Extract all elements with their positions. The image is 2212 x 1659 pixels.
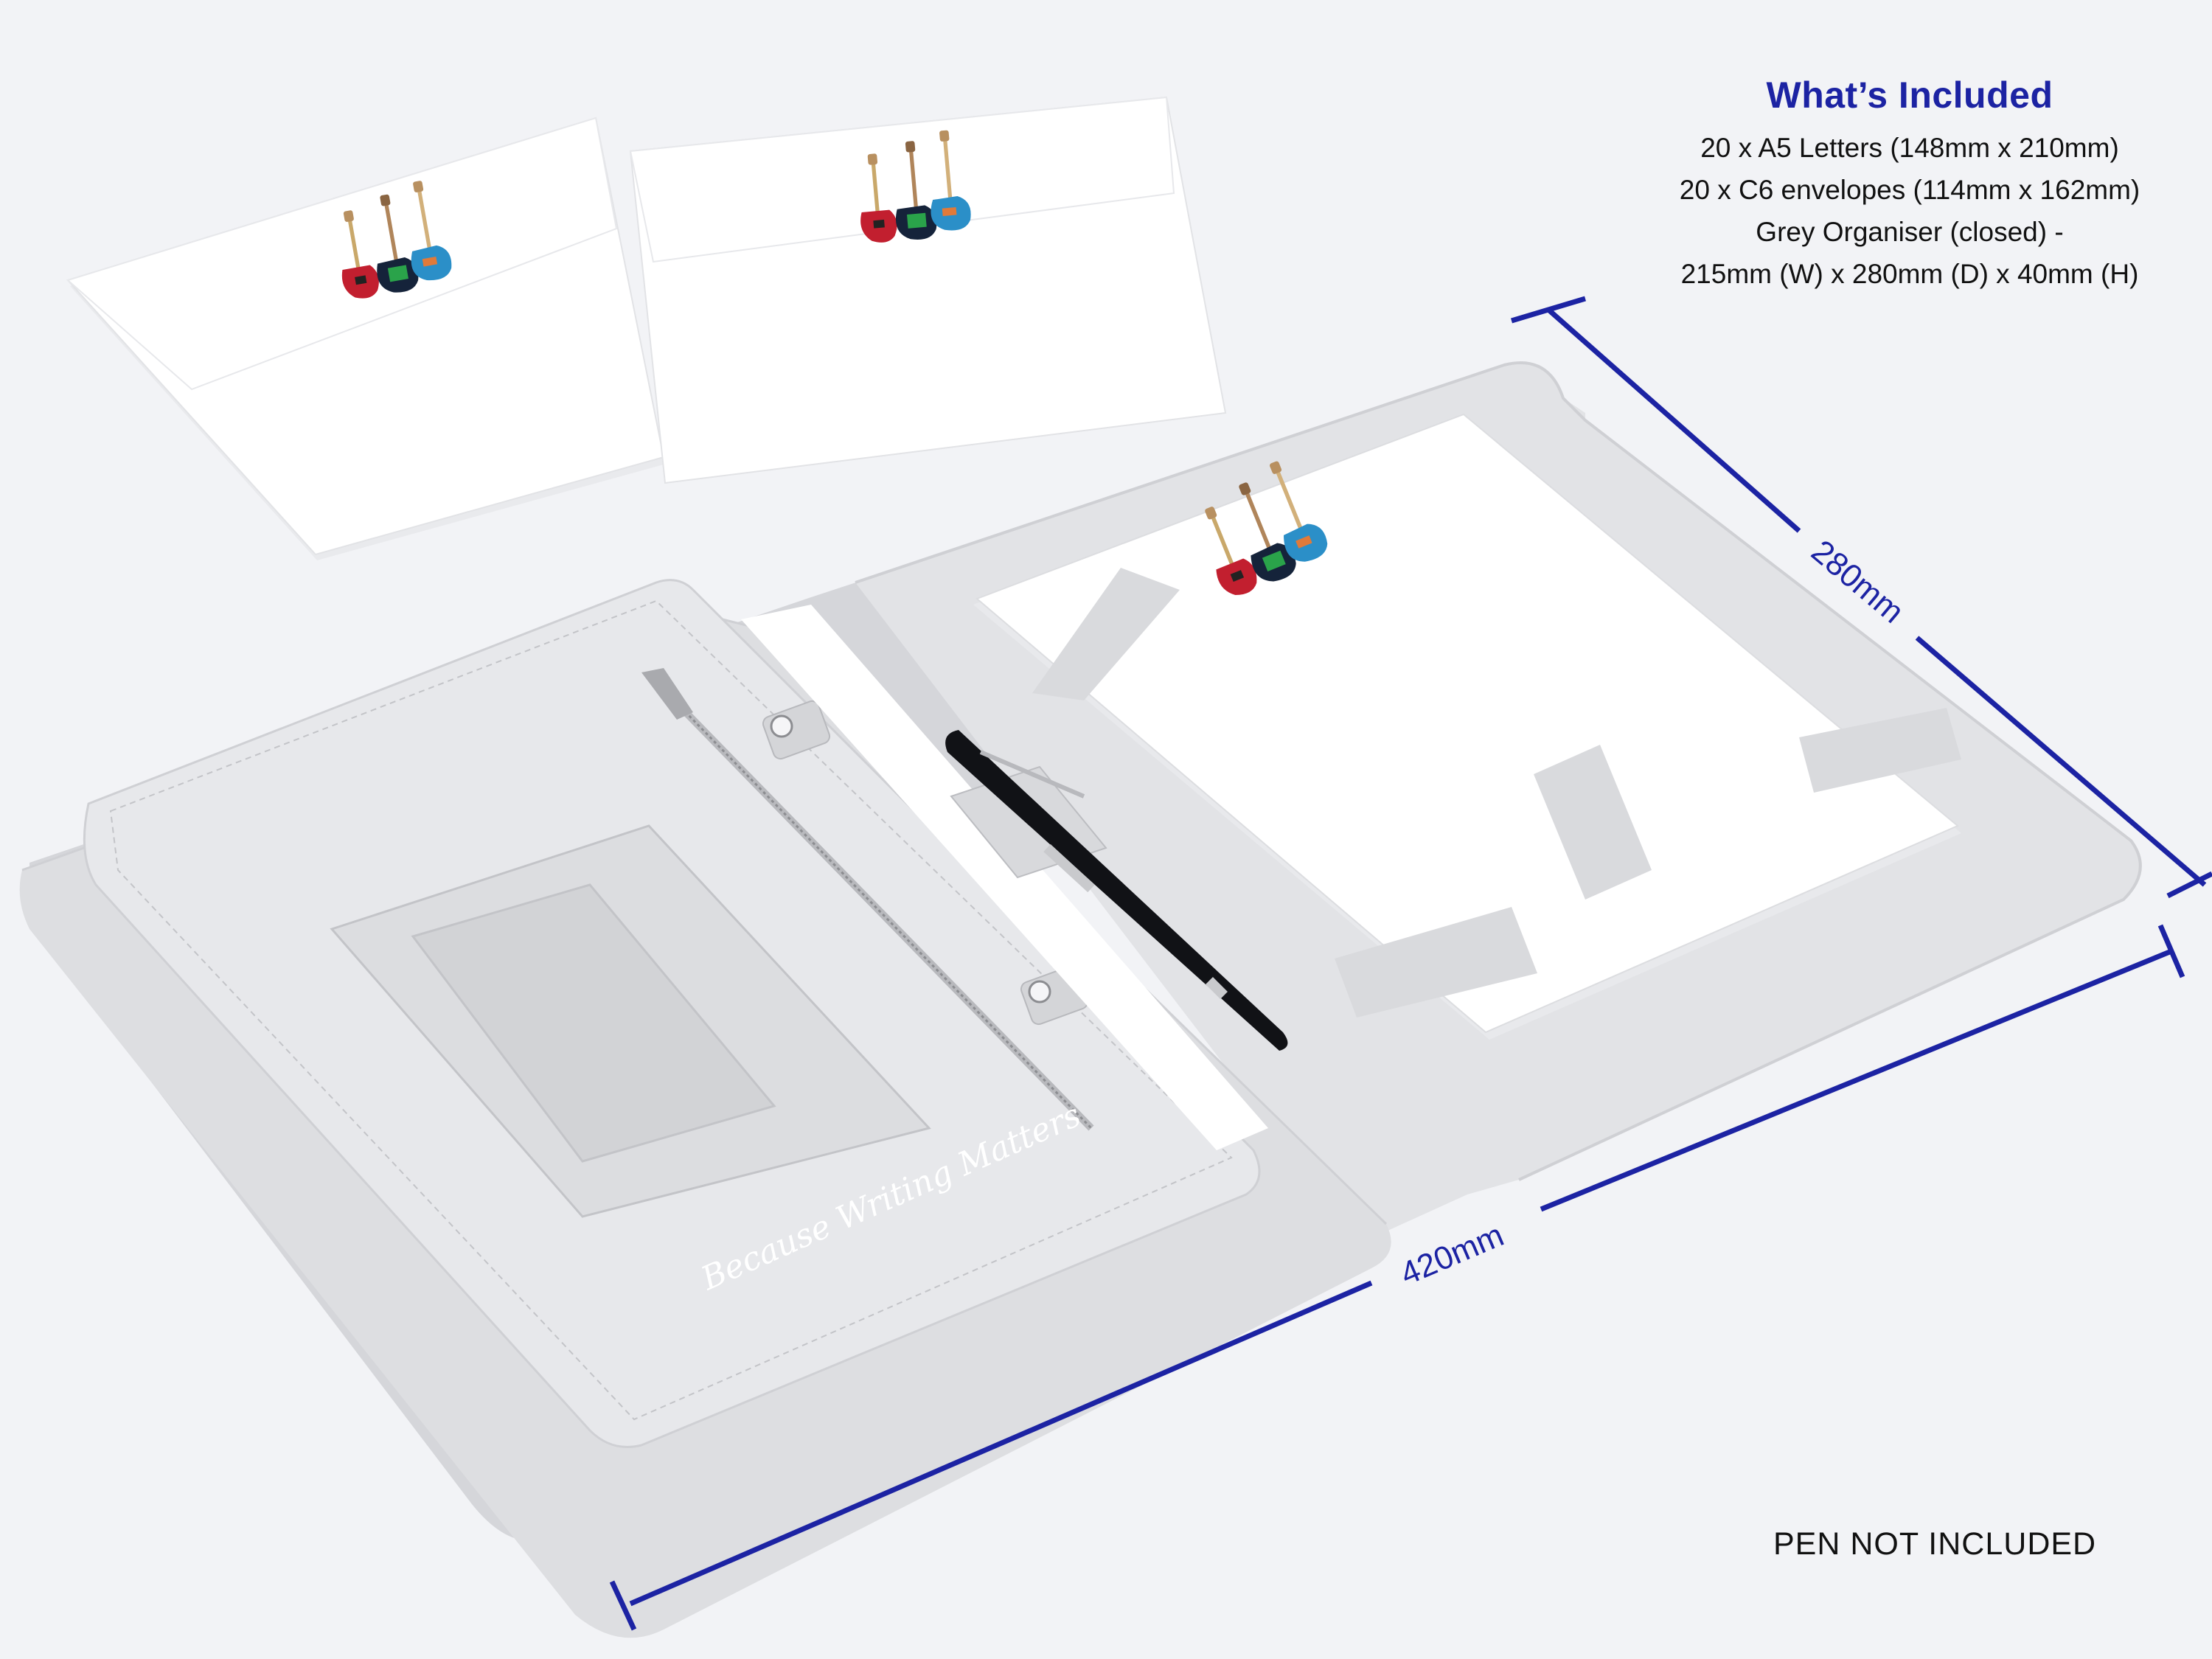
zipper-icon [641,668,1094,1131]
whats-included-title: What’s Included [1766,74,2053,116]
included-line: 215mm (W) x 280mm (D) x 40mm (H) [1680,259,2139,289]
included-line: Grey Organiser (closed) - [1756,217,2064,247]
included-line: 20 x C6 envelopes (114mm x 162mm) [1679,175,2140,205]
dimension-width-label: 420mm [1395,1217,1509,1292]
envelope-right [629,96,1227,484]
dimension-width [609,924,2185,1631]
pen-not-included-note: PEN NOT INCLUDED [1773,1526,2097,1562]
envelope-stack-left [66,116,665,560]
dimension-depth [1510,296,2212,899]
whats-included-panel: What’s Included 20 x A5 Letters (148mm x… [1607,74,2212,295]
included-line: 20 x A5 Letters (148mm x 210mm) [1700,133,2119,163]
pen-icon [945,730,1288,1051]
